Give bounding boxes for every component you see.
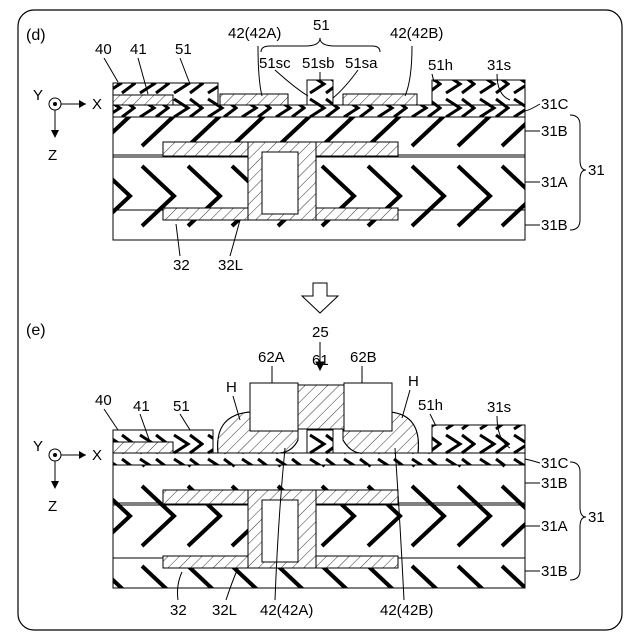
label-42b: 42(42B) [390, 25, 443, 42]
label-62b: 62B [350, 349, 377, 366]
label-51-top: 51 [313, 17, 330, 34]
label-32l: 32L [212, 602, 237, 619]
label-41: 41 [133, 398, 150, 415]
label-51h: 51h [428, 57, 453, 74]
label-41: 41 [130, 41, 147, 58]
label-h-left: H [226, 379, 237, 396]
panel-e: (e) 25 62A 61 62B H H 40 [26, 322, 605, 619]
label-31b-top: 31B [541, 475, 568, 492]
axes-d: Y X Z [33, 87, 102, 164]
panel-d: (d) 40 41 51 42(42A) 51 42(42B) 51sc [26, 17, 605, 274]
label-51: 51 [173, 398, 190, 415]
label-31: 31 [588, 509, 605, 526]
label-42a: 42(42A) [228, 25, 281, 42]
axes-e: Y X Z [33, 438, 102, 515]
label-32: 32 [170, 602, 187, 619]
svg-text:Z: Z [48, 147, 57, 164]
pad-41 [113, 442, 173, 453]
label-32l: 32L [218, 257, 243, 274]
label-31s: 31s [487, 399, 511, 416]
panel-e-tag: (e) [26, 322, 46, 339]
svg-text:Y: Y [33, 87, 43, 104]
resist-51-right [432, 80, 525, 105]
label-25: 25 [312, 324, 329, 341]
via-hole [262, 152, 298, 214]
layer-31a [113, 155, 525, 210]
label-31: 31 [588, 162, 605, 179]
label-40: 40 [95, 41, 112, 58]
label-31c: 31C [541, 96, 569, 113]
label-42a: 42(42A) [260, 602, 313, 619]
panel-d-tag: (d) [26, 27, 46, 44]
electrode-62b [344, 383, 392, 431]
label-51sc: 51sc [259, 55, 291, 72]
label-31b-bottom: 31B [541, 217, 568, 234]
down-arrow-icon [302, 283, 338, 313]
body-61 [298, 385, 344, 429]
electrode-62a [250, 383, 298, 431]
label-42b: 42(42B) [380, 602, 433, 619]
svg-text:Z: Z [48, 498, 57, 515]
layer-31c [113, 453, 525, 465]
label-31a: 31A [541, 174, 568, 191]
label-31b-top: 31B [541, 123, 568, 140]
label-31a: 31A [541, 518, 568, 535]
resist-51-right [432, 425, 525, 453]
label-31s: 31s [487, 57, 511, 74]
label-51h: 51h [418, 397, 443, 414]
label-31c: 31C [541, 455, 569, 472]
resist-51-center [307, 430, 333, 453]
label-51: 51 [175, 41, 192, 58]
label-62a: 62A [258, 349, 285, 366]
label-40: 40 [95, 392, 112, 409]
svg-text:X: X [92, 96, 102, 113]
label-51sb: 51sb [302, 55, 335, 72]
svg-text:Y: Y [33, 438, 43, 455]
label-51sa: 51sa [345, 55, 378, 72]
label-h-right: H [408, 373, 419, 390]
label-32: 32 [173, 257, 190, 274]
resist-51-center [307, 80, 333, 105]
svg-text:X: X [92, 447, 102, 464]
layer-31c [113, 105, 525, 117]
layer-31a [113, 503, 525, 558]
label-31b-bottom: 31B [541, 563, 568, 580]
